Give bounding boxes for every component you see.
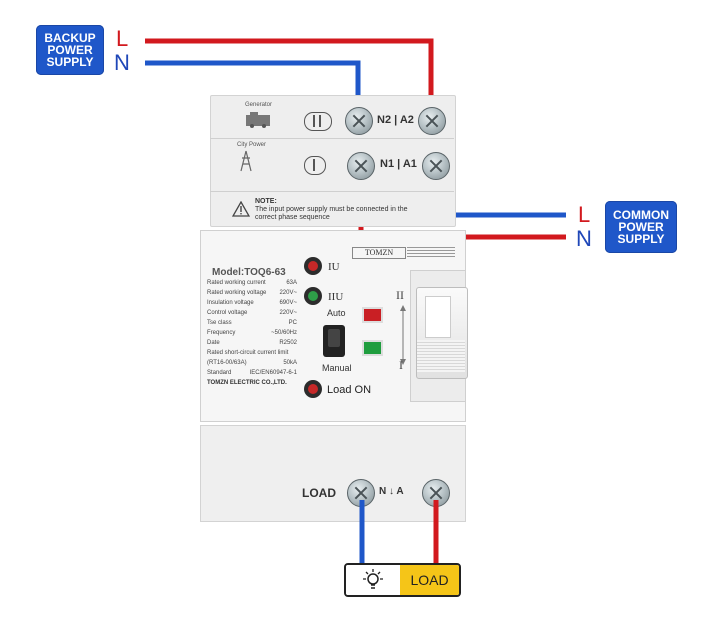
spec-key: Insulation voltage [207,300,254,306]
spec-value: 690V~ [279,300,297,306]
brand-logo: TOMZN [352,247,406,259]
spec-key: (RT16-00/63A) [207,360,247,366]
common-power-supply-callout: COMMON POWER SUPPLY [605,201,677,253]
load-on-led [304,380,322,398]
generator-icon [244,110,272,128]
bottom-housing [200,425,466,522]
indicator-iiu-led [304,287,322,305]
city-power-label: City Power [237,142,267,148]
terminal-screw-n1 [347,152,375,180]
manufacturer-label: TOMZN ELECTRIC CO.,LTD. [207,380,287,386]
terminal-label-city: N1 | A1 [380,158,417,170]
load-on-label: Load ON [327,384,372,396]
switch-position-top: II [396,288,404,302]
callout-line: POWER [618,220,664,234]
indicator-iiu-label: IIU [328,291,344,303]
spec-key: Standard [207,370,232,376]
switch-direction-arrow [399,305,407,370]
spec-row: Date R2502 [207,340,297,346]
auto-label: Auto [327,308,346,318]
spec-row: Rated working voltage 220V~ [207,290,297,296]
terminal-screw-a1 [422,152,450,180]
double-line-symbol [304,112,332,131]
spec-value: 50kA [283,360,297,366]
load-box: LOAD [344,563,461,597]
single-line-symbol [304,156,326,175]
switch-position-bottom: I [399,358,403,372]
terminal-screw-n2 [345,107,373,135]
transfer-handle[interactable] [416,287,468,379]
backup-live-label: L [116,26,129,51]
callout-line: POWER [47,43,93,57]
top-divider [210,191,454,192]
bottom-load-label: LOAD [302,486,336,500]
spec-value: 220V~ [279,310,297,316]
mode-selector-switch[interactable] [323,325,345,357]
indicator-iu-led [304,257,322,275]
power-tower-icon [238,150,254,172]
spec-key: Rated working current [207,280,266,286]
spec-value: PC [288,320,297,326]
spec-value: ~50/60Hz [271,330,297,336]
lightbulb-icon [346,565,400,595]
callout-line: BACKUP [44,31,96,45]
generator-label: Generator [245,102,273,108]
brand-text: TOMZN [364,248,394,257]
spec-row: (RT16-00/63A) 50kA [207,360,297,366]
backup-power-supply-callout: BACKUP POWER SUPPLY [36,25,104,75]
spec-value: 63A [286,280,297,286]
spec-value: R2502 [279,340,297,346]
common-neutral-label: N [576,226,592,251]
spec-row: Frequency ~50/60Hz [207,330,297,336]
short-circuit-label: Rated short-circuit current limit [207,350,289,356]
brand-stripes [407,247,455,257]
spec-key: Rated working voltage [207,290,267,296]
note-title: NOTE: [255,198,277,205]
spec-row: Tse class PC [207,320,297,326]
spec-value: IEC/EN60947-6-1 [249,370,297,376]
spec-row: Insulation voltage 690V~ [207,300,297,306]
spec-row: Control voltage 220V~ [207,310,297,316]
callout-line: COMMON [613,208,669,222]
load-label: LOAD [400,565,459,595]
note-text: The input power supply must be connected… [255,206,408,221]
indicator-iu-label: IU [328,261,340,273]
spec-key: Date [207,340,220,346]
terminal-label-generator: N2 | A2 [377,114,414,126]
terminal-screw-a2 [418,107,446,135]
callout-line: SUPPLY [617,232,665,246]
backup-live-wire [145,38,434,118]
spec-key: Frequency [207,330,236,336]
common-live-label: L [578,202,591,227]
spec-value: 220V~ [279,290,297,296]
model-label: Model:TOQ6-63 [212,267,286,278]
spec-key: Control voltage [207,310,248,316]
warning-icon [231,200,251,222]
spec-row: Rated working current 63A [207,280,297,286]
terminal-screw-n [347,479,375,507]
spec-key: Tse class [207,320,232,326]
callout-line: SUPPLY [46,55,94,69]
manual-label: Manual [322,363,352,373]
backup-neutral-label: N [114,50,130,75]
red-status-window [362,307,383,323]
bottom-terminal-labels: N ↓ A [379,486,404,497]
green-status-window [362,340,383,356]
top-divider [210,138,454,139]
spec-row: Standard IEC/EN60947-6-1 [207,370,297,376]
transfer-switch-device: Generator N2 | A2 City Power N1 | A1 NOT… [200,95,468,522]
